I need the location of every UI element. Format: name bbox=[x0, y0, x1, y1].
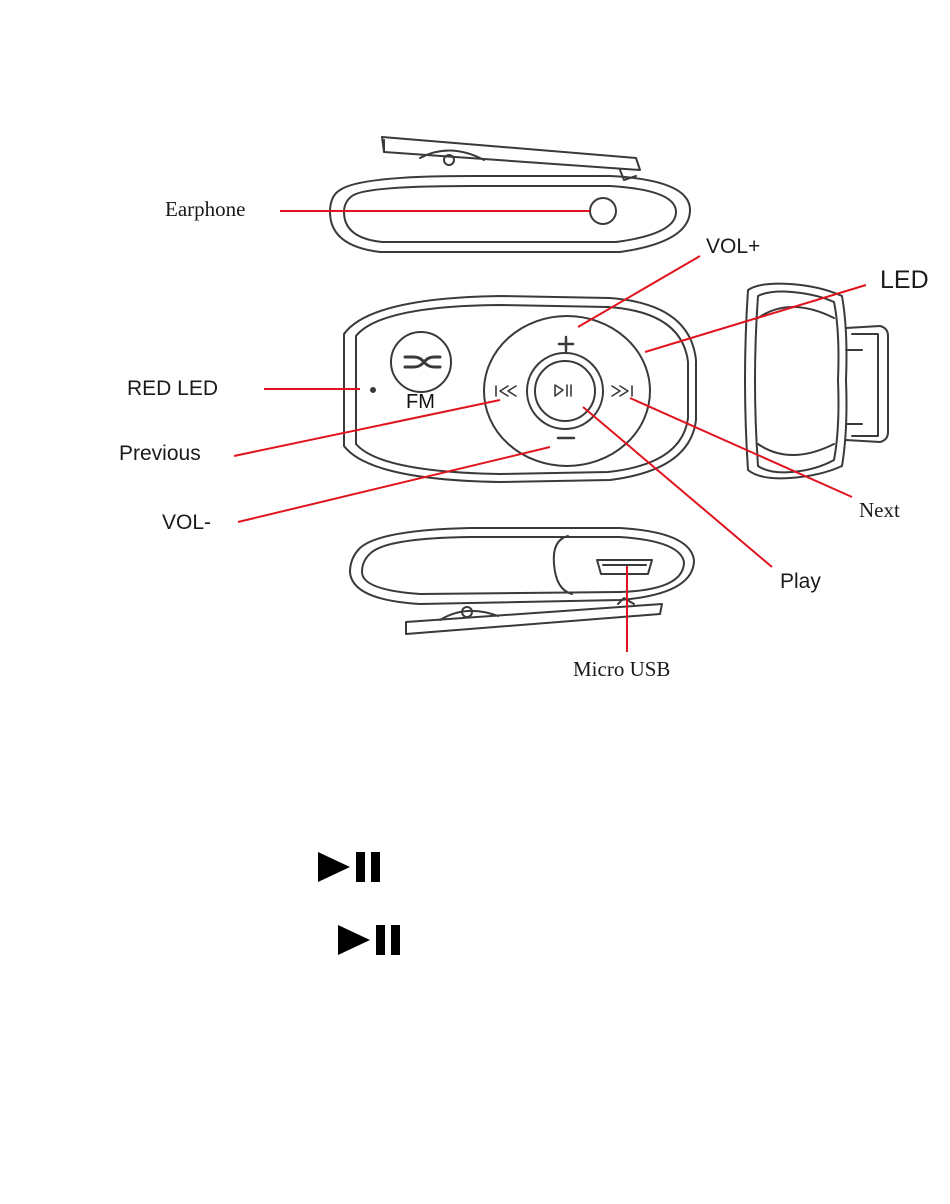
callout-play bbox=[583, 407, 772, 567]
callout-lines bbox=[234, 211, 866, 652]
side-view bbox=[745, 284, 888, 479]
label-vol-minus: VOL- bbox=[162, 512, 211, 533]
label-previous: Previous bbox=[119, 443, 201, 464]
callout-previous bbox=[234, 400, 500, 456]
play-pause-icon bbox=[318, 852, 382, 882]
label-red-led: RED LED bbox=[127, 378, 218, 399]
fm-button bbox=[391, 332, 451, 392]
play-pause-icon bbox=[338, 925, 402, 955]
bottom-view bbox=[350, 528, 694, 634]
play-button-outline bbox=[527, 353, 603, 429]
callout-next bbox=[630, 398, 852, 497]
callout-vol-plus bbox=[578, 256, 700, 327]
top-view bbox=[330, 137, 690, 252]
earphone-jack bbox=[590, 198, 616, 224]
label-micro-usb: Micro USB bbox=[573, 659, 670, 680]
label-play: Play bbox=[780, 571, 821, 592]
label-led: LED bbox=[880, 268, 929, 293]
label-vol-plus: VOL+ bbox=[706, 236, 760, 257]
label-earphone: Earphone bbox=[165, 199, 245, 220]
red-led-dot bbox=[371, 388, 375, 392]
label-fm: FM bbox=[406, 392, 435, 412]
label-next: Next bbox=[859, 500, 900, 521]
callout-vol-minus bbox=[238, 447, 550, 522]
